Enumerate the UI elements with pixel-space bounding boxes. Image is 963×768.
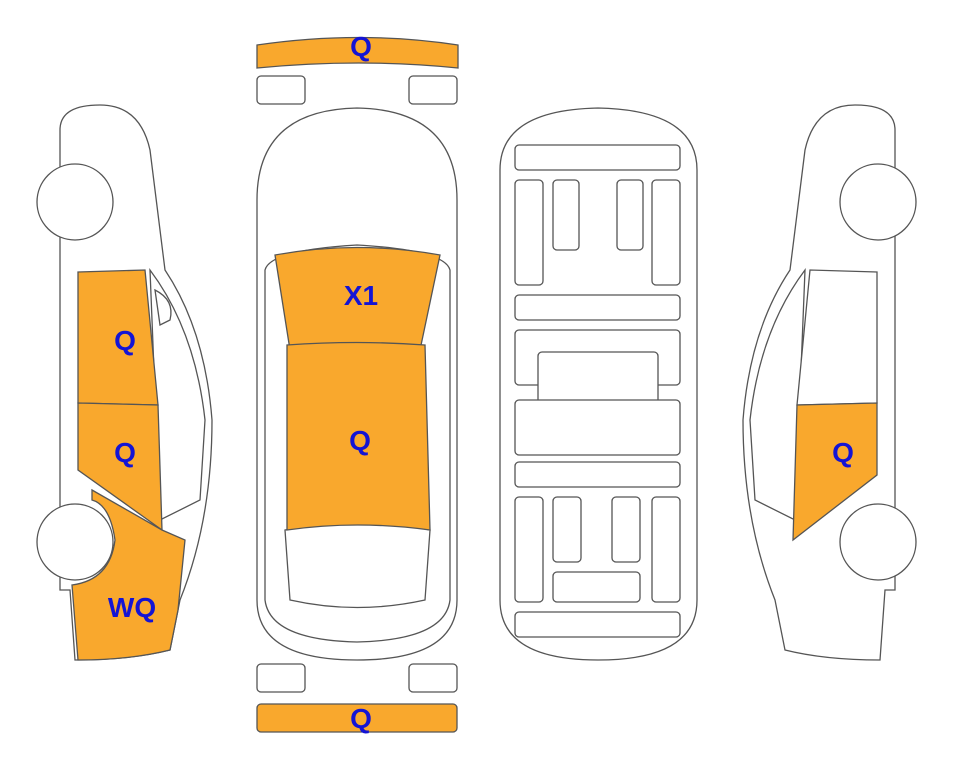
rear-bumper-label: Q [350,703,372,734]
left-rear-quarter-panel[interactable]: WQ [71,488,186,661]
left-front-door-label: Q [114,325,136,356]
rear-right-light [408,663,458,693]
right-rear-door-panel[interactable]: Q [792,402,878,542]
rear-bumper-panel[interactable]: Q [256,703,458,734]
underbody-view [499,107,698,661]
left-front-door-panel[interactable]: Q [77,269,172,406]
front-right-light [408,75,458,105]
left-rear-quarter-label: WQ [108,592,156,623]
left-rear-door-label: Q [114,437,136,468]
left-rear-wheel [36,503,114,581]
rear-left-light [256,663,306,693]
roof-panel[interactable]: Q [286,341,431,531]
windshield-label: X1 [344,280,378,311]
front-bumper-label: Q [350,31,372,62]
right-rear-wheel [839,503,917,581]
front-left-light [256,75,306,105]
roof-label: Q [349,425,371,456]
windshield-panel[interactable]: X1 [274,246,441,351]
left-front-wheel [36,163,114,241]
right-rear-door-label: Q [832,437,854,468]
front-bumper-panel[interactable]: Q [256,31,459,69]
right-front-wheel [839,163,917,241]
